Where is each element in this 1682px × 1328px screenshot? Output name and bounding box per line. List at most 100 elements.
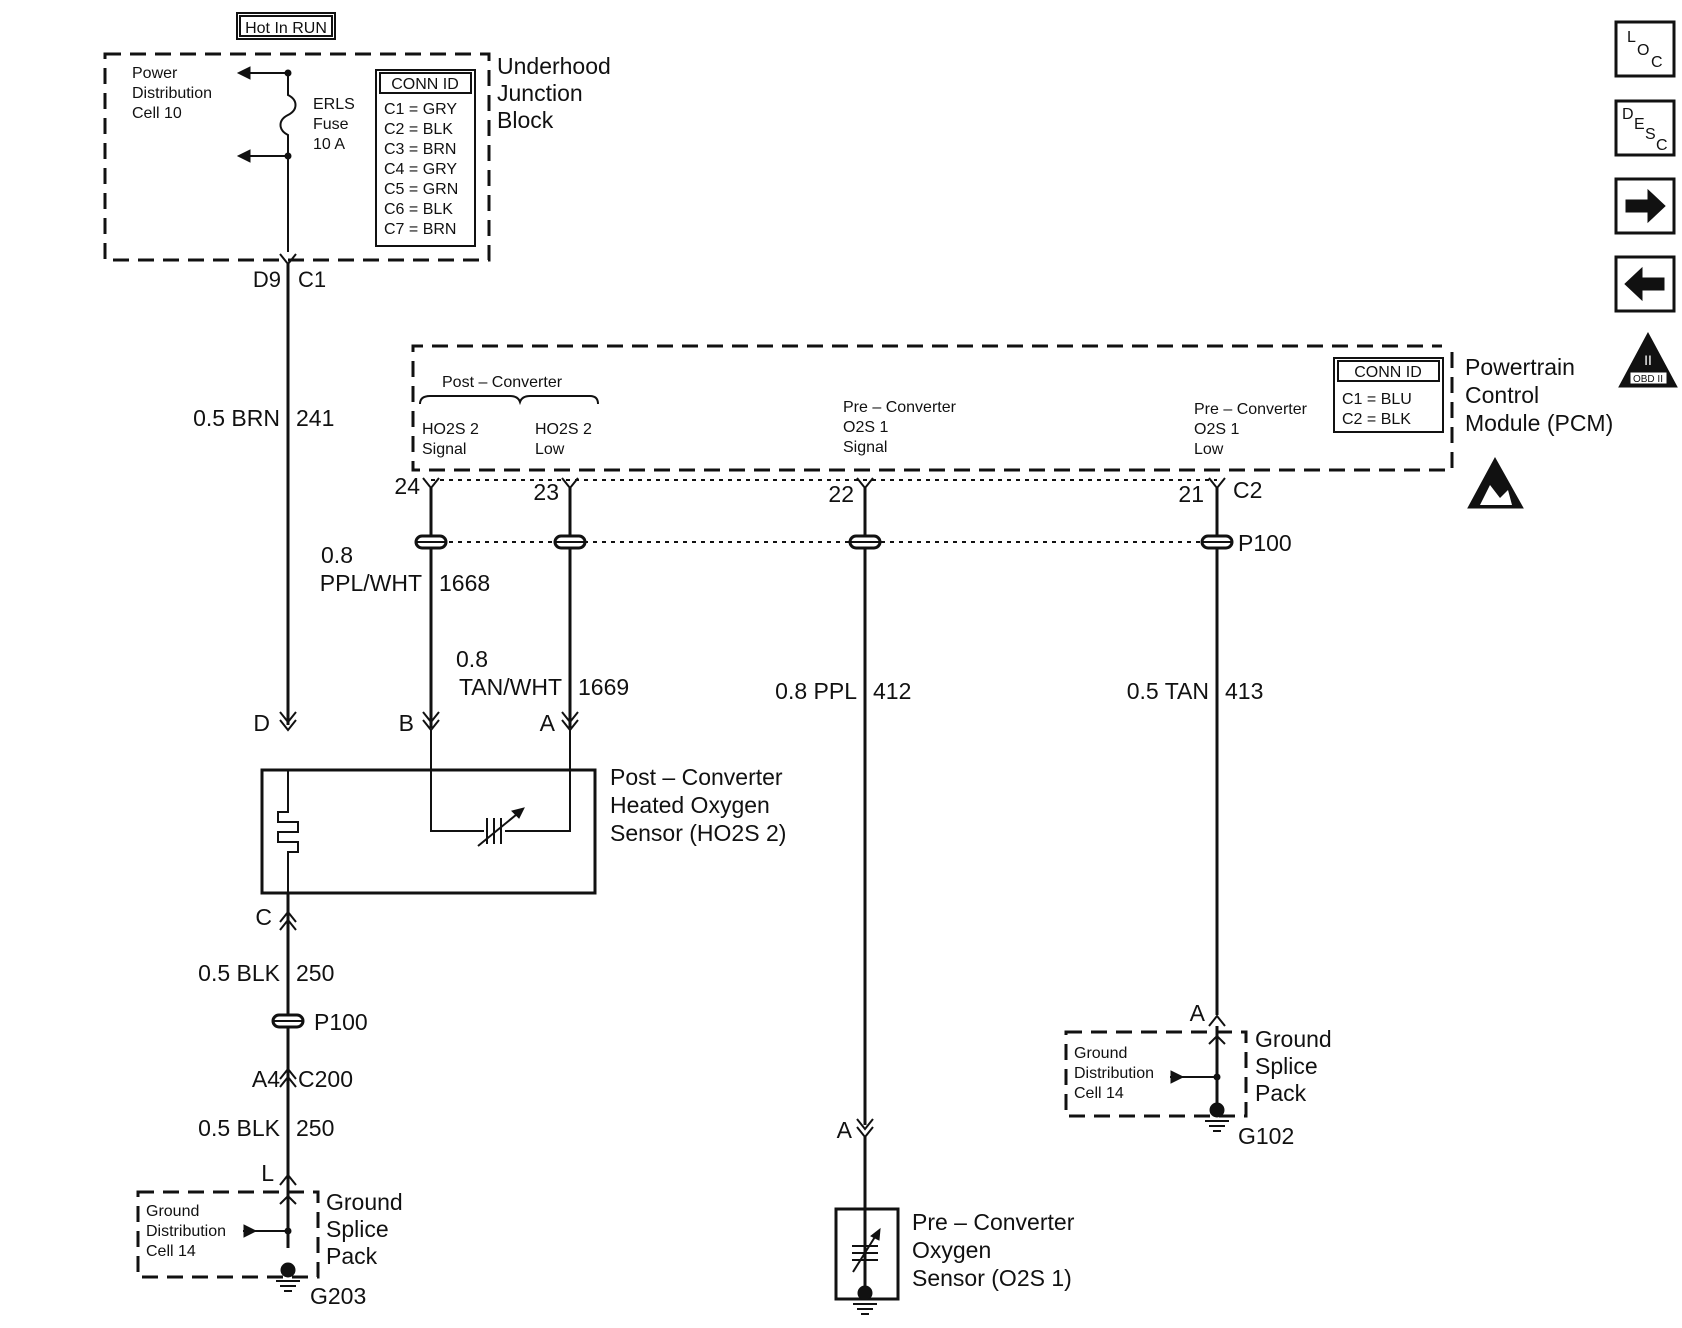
ho2s2-name-1: Post – Converter [610, 764, 783, 790]
ho2s2-name-3: Sensor (HO2S 2) [610, 820, 786, 846]
ground-id-g102: G102 [1238, 1123, 1294, 1149]
wire-412-gauge: 0.8 PPL [775, 678, 857, 704]
o2s1-name-3: Sensor (O2S 1) [912, 1265, 1072, 1291]
obd-ii-button[interactable]: II OBD II [1618, 331, 1678, 388]
o2s-signal-2: O2S 1 [843, 419, 888, 436]
wire-241-number: 241 [296, 405, 334, 431]
conn-id-title: CONN ID [391, 76, 459, 93]
pin-d: D [253, 710, 270, 736]
splice-p100-top: P100 [1238, 530, 1292, 556]
hot-in-run-text: Hot In RUN [245, 20, 327, 37]
loc-l: L [1627, 29, 1636, 46]
pin-a-o2s: A [837, 1117, 853, 1143]
ho2s2-sensor: Post – Converter Heated Oxygen Sensor (H… [260, 730, 786, 895]
wire-412-number: 412 [873, 678, 911, 704]
next-page-button[interactable] [1614, 177, 1676, 235]
wire-1669-color: TAN/WHT [459, 674, 562, 700]
ground-splice-title-1: Ground [326, 1189, 403, 1215]
pin-a-g102: A [1190, 1000, 1206, 1026]
pin-a4-connector-icon [279, 1067, 297, 1088]
ground-dist-3: Cell 14 [146, 1243, 196, 1260]
pcm-conn-row: C2 = BLK [1342, 411, 1411, 428]
o2s-signal-1: Pre – Converter [843, 399, 957, 416]
ground-splice-title-3: Pack [326, 1243, 378, 1269]
pcm-title-3: Module (PCM) [1465, 410, 1613, 436]
conn-row: C2 = BLK [384, 121, 453, 138]
o2s-low-2: O2S 1 [1194, 421, 1239, 438]
wire-250a-gauge: 0.5 BLK [198, 960, 280, 986]
pin-21: 21 [1178, 481, 1204, 507]
variable-sensor-icon [852, 1227, 881, 1273]
ground-splice-pack-left: Ground Distribution Cell 14 Ground Splic… [136, 1189, 403, 1309]
wire-1669-number: 1669 [578, 674, 629, 700]
pin-l-connector-icon [279, 1173, 297, 1186]
wire-250a-number: 250 [296, 960, 334, 986]
pin-c: C [255, 904, 272, 930]
hot-in-run-label: Hot In RUN [236, 12, 336, 40]
splice-p100-marks [414, 534, 1234, 550]
pin-d-connector-icon [279, 711, 297, 732]
underhood-junction-block: Underhood Junction Block Power Distribut… [103, 52, 611, 292]
wire-241-gauge: 0.5 BRN [193, 405, 280, 431]
pcm-title-1: Powertrain [1465, 354, 1575, 380]
fuse-icon [279, 73, 297, 252]
powertrain-control-module: Powertrain Control Module (PCM) CONN ID … [411, 344, 1613, 472]
location-button[interactable]: L O C [1614, 20, 1676, 78]
conn-row: C1 = GRY [384, 101, 457, 118]
desc-e: E [1634, 116, 1645, 133]
bracket-icon [419, 395, 599, 406]
arrow-right-icon [243, 1224, 258, 1238]
o2s-signal-3: Signal [843, 439, 887, 456]
previous-page-button[interactable] [1614, 255, 1676, 313]
arrow-up-icon [279, 1194, 297, 1205]
obd-ii-label: OBD II [1633, 374, 1663, 385]
o2s-low-3: Low [1194, 441, 1224, 458]
pin-22: 22 [828, 481, 854, 507]
conn-row: C3 = BRN [384, 141, 456, 158]
ground-splice-title-1: Ground [1255, 1026, 1332, 1052]
post-converter-label: Post – Converter [442, 374, 563, 391]
ground-icon [1209, 1102, 1225, 1118]
pin-c-connector-icon [279, 910, 297, 931]
junction-block-title-3: Block [497, 107, 554, 133]
o2s1-name-1: Pre – Converter [912, 1209, 1075, 1235]
pcm-title-2: Control [1465, 382, 1539, 408]
pin-23: 23 [533, 479, 559, 505]
obd-ii-numeral: II [1644, 352, 1652, 368]
ground-icon [280, 1262, 296, 1278]
ho2s-low-1: HO2S 2 [535, 421, 592, 438]
loc-c: C [1651, 54, 1663, 71]
arrow-right-icon [1625, 188, 1666, 224]
pcm-conn-id-table: CONN ID C1 = BLU C2 = BLK [1333, 357, 1444, 433]
description-button[interactable]: D E S C [1614, 99, 1676, 157]
splice-p100-left: P100 [314, 1009, 368, 1035]
arrow-right-icon [1170, 1070, 1185, 1084]
fuse-label-3: 10 A [313, 136, 345, 153]
esd-warning-icon [1467, 456, 1524, 509]
pcm-connector-c2: C2 [1233, 477, 1262, 503]
conn-row: C7 = BRN [384, 221, 456, 238]
o2s1-sensor: Pre – Converter Oxygen Sensor (O2S 1) [834, 1137, 1075, 1315]
arrow-up-icon [1208, 1034, 1226, 1045]
ground-splice-title-2: Splice [326, 1216, 389, 1242]
ground-dist-2: Distribution [1074, 1065, 1154, 1082]
desc-s: S [1645, 126, 1656, 143]
ground-splice-title-3: Pack [1255, 1080, 1307, 1106]
junction-conn-id-table: CONN ID C1 = GRY C2 = BLK C3 = BRN C4 = … [375, 69, 476, 247]
fuse-label-1: ERLS [313, 96, 355, 113]
arrow-left-icon [236, 66, 251, 80]
junction-block-title-2: Junction [497, 80, 583, 106]
wire-250b-number: 250 [296, 1115, 334, 1141]
ground-dist-1: Ground [1074, 1045, 1127, 1062]
pin-a: A [540, 710, 556, 736]
pin-d9: D9 [253, 267, 281, 292]
power-dist-1: Power [132, 65, 178, 82]
variable-sensor-icon [477, 807, 525, 847]
wire-1668-number: 1668 [439, 570, 490, 596]
desc-d: D [1622, 106, 1634, 123]
o2s-low-1: Pre – Converter [1194, 401, 1308, 418]
ground-dist-1: Ground [146, 1203, 199, 1220]
ground-dist-2: Distribution [146, 1223, 226, 1240]
wire-413-number: 413 [1225, 678, 1263, 704]
